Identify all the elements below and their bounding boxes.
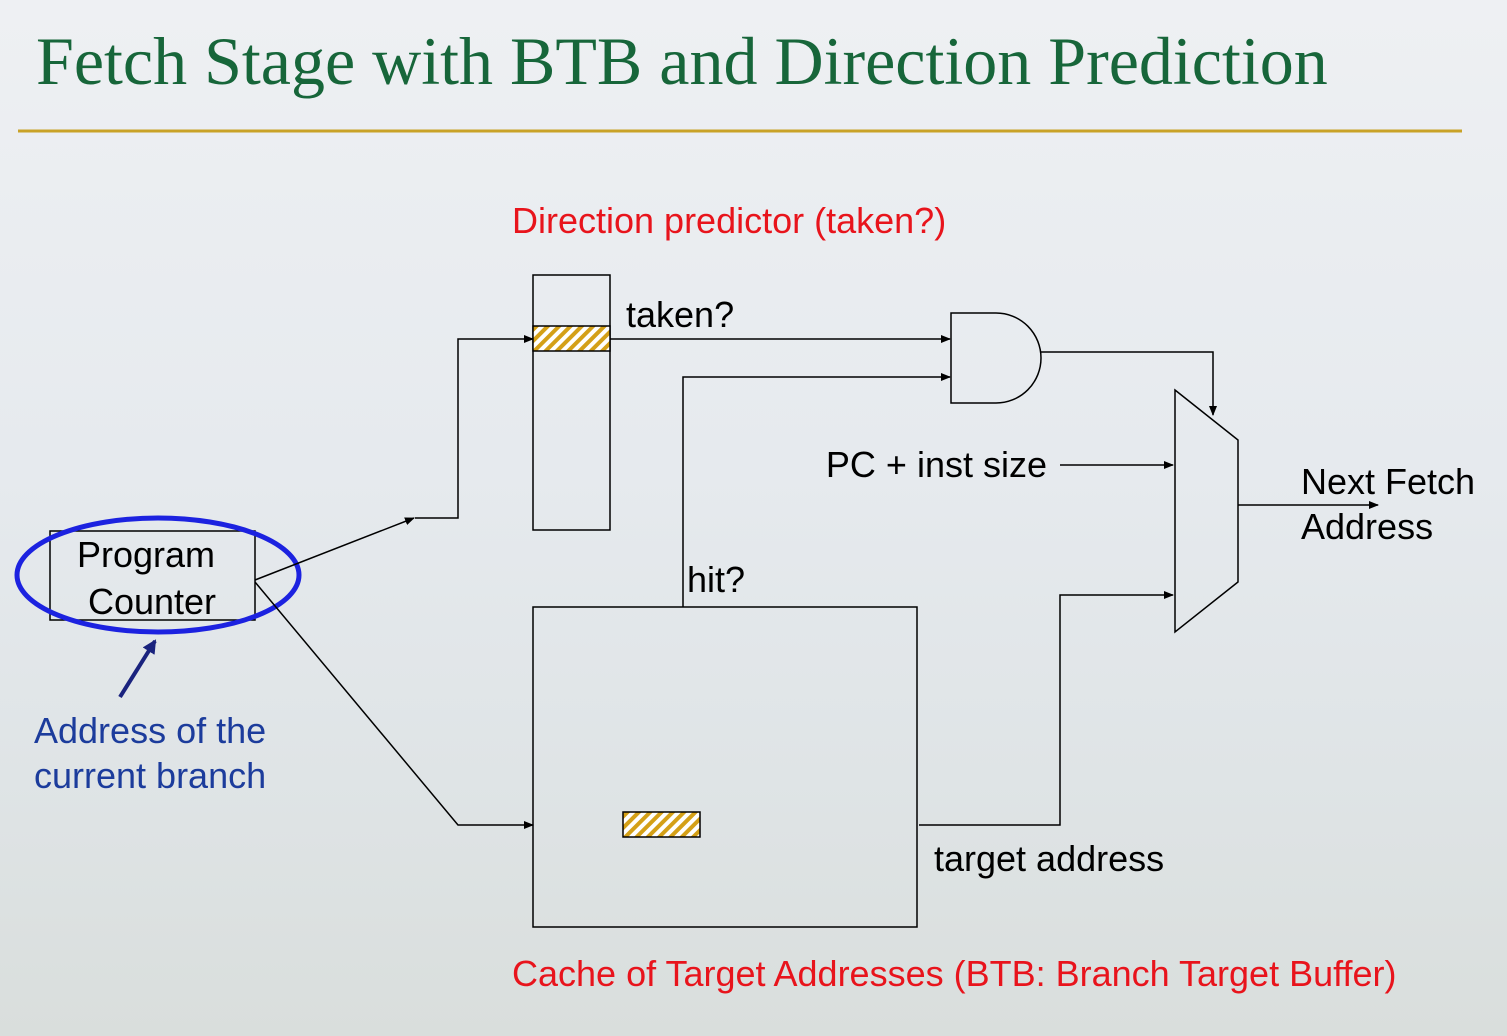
and-output-wire <box>1041 351 1217 416</box>
next-fetch-label-line2: Address <box>1301 506 1433 547</box>
predictor-entry-hatched <box>532 325 611 352</box>
program-counter-label-line1: Program <box>77 534 215 575</box>
btb-label: Cache of Target Addresses (BTB: Branch T… <box>512 953 1396 994</box>
pc-inst-size-label: PC + inst size <box>826 444 1047 485</box>
pc-to-predictor-wire-b <box>415 335 534 519</box>
program-counter-box <box>49 530 256 621</box>
direction-predictor-label: Direction predictor (taken?) <box>512 200 946 241</box>
direction-predictor-table <box>532 274 611 531</box>
annotation-line2: current branch <box>34 755 266 796</box>
next-fetch-label-line1: Next Fetch <box>1301 461 1475 502</box>
taken-label: taken? <box>626 294 734 335</box>
pc-to-btb-wire <box>254 581 534 829</box>
and-gate <box>950 312 1042 404</box>
hit-wire <box>682 373 951 607</box>
annotation-arrow <box>118 639 157 699</box>
hit-label: hit? <box>687 559 745 600</box>
target-address-label: target address <box>934 838 1164 879</box>
annotation-line1: Address of the <box>34 710 266 751</box>
pc-to-predictor-wire-a <box>254 517 415 581</box>
slide-title: Fetch Stage with BTB and Direction Predi… <box>36 23 1328 99</box>
mux <box>1174 388 1239 634</box>
btb-box <box>532 606 918 928</box>
target-address-wire <box>919 591 1174 826</box>
btb-entry-hatched <box>622 811 701 838</box>
program-counter-label-line2: Counter <box>88 581 216 622</box>
highlight-ellipse <box>14 515 302 635</box>
